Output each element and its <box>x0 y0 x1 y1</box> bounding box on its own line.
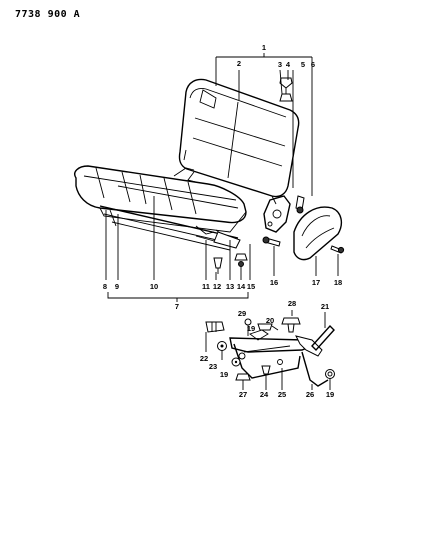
link-26 <box>301 351 329 387</box>
leader-lines <box>105 53 339 390</box>
hinge-cover <box>293 206 343 261</box>
grommet-4 <box>279 93 293 102</box>
callout-23: 23 <box>209 362 217 371</box>
seat-frame <box>99 205 241 251</box>
washer-19-left <box>231 357 241 367</box>
callout-22: 22 <box>200 354 208 363</box>
screw-6 <box>295 195 305 214</box>
callout-5: 5 <box>301 60 305 69</box>
screw-18 <box>330 245 345 254</box>
callout-8: 8 <box>103 282 107 291</box>
callouts: 1 2 3 4 5 6 7 8 9 10 11 12 13 14 15 16 1… <box>103 43 342 399</box>
callout-9: 9 <box>115 282 119 291</box>
callout-4: 4 <box>286 60 291 69</box>
callout-1: 1 <box>262 43 266 52</box>
callout-29: 29 <box>238 309 246 318</box>
clip-12 <box>213 257 223 274</box>
bolt-28 <box>281 317 301 333</box>
callout-6: 6 <box>311 60 315 69</box>
callout-15: 15 <box>247 282 255 291</box>
callout-21: 21 <box>321 302 329 311</box>
callout-2: 2 <box>237 59 241 68</box>
callout-28: 28 <box>288 299 296 308</box>
cap-27 <box>235 373 251 386</box>
callout-7: 7 <box>175 302 179 311</box>
seat-cushion <box>74 165 247 233</box>
washer-23 <box>217 341 227 351</box>
document-code: 7738 900 A <box>15 9 81 20</box>
callout-27: 27 <box>239 390 247 399</box>
callout-19-left: 19 <box>220 370 228 379</box>
callout-3: 3 <box>278 60 282 69</box>
callout-20: 20 <box>266 316 274 325</box>
callout-24: 24 <box>260 390 269 399</box>
bolt-16 <box>262 236 281 247</box>
nut-14 <box>234 253 248 267</box>
callout-19-top: 19 <box>247 324 255 333</box>
callout-19-right: 19 <box>326 390 334 399</box>
handle-21 <box>311 324 335 352</box>
seat-back <box>178 78 300 205</box>
callout-18: 18 <box>334 278 342 287</box>
callout-25: 25 <box>278 390 286 399</box>
callout-11: 11 <box>202 282 210 291</box>
callout-10: 10 <box>150 282 158 291</box>
screw-24 <box>261 365 271 375</box>
callout-13: 13 <box>226 282 234 291</box>
callout-16: 16 <box>270 278 278 287</box>
recliner-lever-assembly <box>229 329 323 379</box>
callout-14: 14 <box>237 282 246 291</box>
hinge-bracket <box>263 195 291 233</box>
spring-22 <box>205 321 225 333</box>
clip-20 <box>257 323 273 331</box>
callout-26: 26 <box>306 390 314 399</box>
callout-12: 12 <box>213 282 221 291</box>
nut-19-right <box>325 369 335 379</box>
callout-17: 17 <box>312 278 320 287</box>
